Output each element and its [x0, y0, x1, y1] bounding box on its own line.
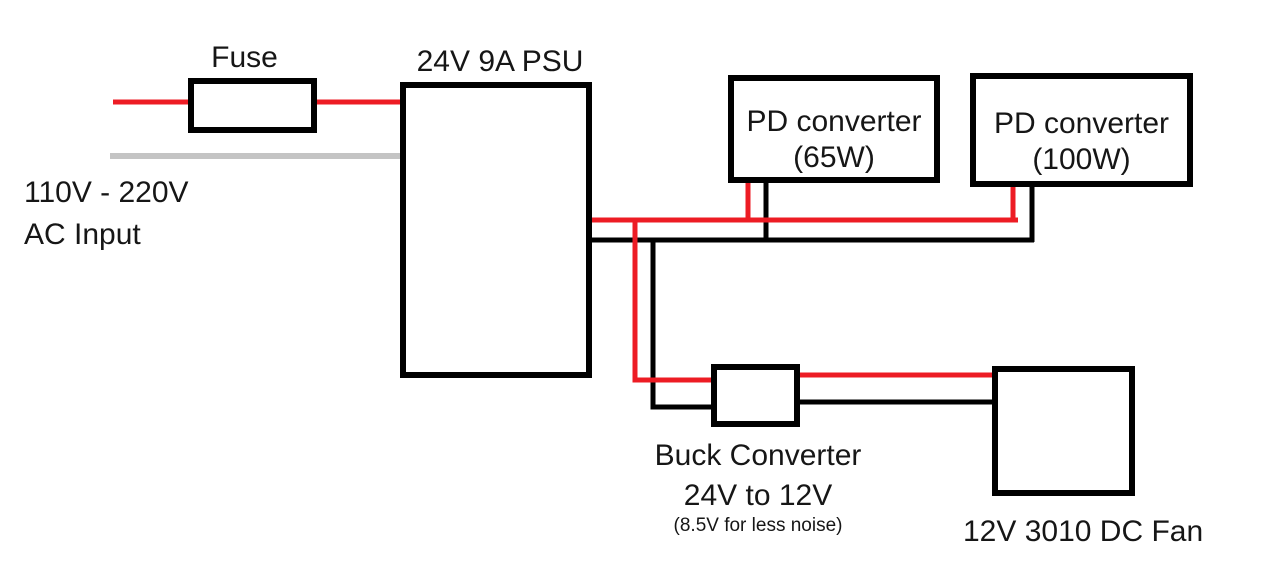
fan-label: 12V 3010 DC Fan	[963, 515, 1204, 548]
buck-converter-label: Buck Converter 24V to 12V (8.5V for less…	[628, 438, 888, 538]
ac-input-label-line2: AC Input	[24, 218, 141, 251]
psu-box	[400, 82, 592, 378]
psu-label: 24V 9A PSU	[416, 45, 584, 78]
fuse-label: Fuse	[211, 41, 278, 74]
buck-converter-label-line1: Buck Converter	[654, 439, 862, 472]
pd-converter-100w-label-line2: (100W)	[1032, 143, 1131, 176]
ac-input-label-line1: 110V - 220V	[24, 176, 189, 209]
pd-converter-65w-label: PD converter (65W)	[728, 104, 940, 176]
pd-converter-65w-box	[728, 75, 940, 183]
pd-converter-65w-label-line1: PD converter	[746, 105, 922, 138]
pd-converter-100w-box	[970, 73, 1193, 187]
fuse-box	[188, 78, 317, 133]
buck-positive-wire	[632, 218, 714, 383]
fan-box	[992, 366, 1135, 496]
pd-converter-100w-label-line1: PD converter	[993, 107, 1170, 140]
buck-converter-note: (8.5V for less noise)	[673, 515, 843, 536]
pd-converter-100w-label: PD converter (100W)	[970, 106, 1193, 178]
buck-converter-label-line2: 24V to 12V	[683, 479, 833, 512]
pd-converter-65w-label-line2: (65W)	[793, 141, 875, 174]
buck-converter-box	[711, 364, 800, 427]
buck-negative-wire	[650, 238, 714, 410]
ac-input-label: 110V - 220V AC Input	[24, 172, 189, 256]
